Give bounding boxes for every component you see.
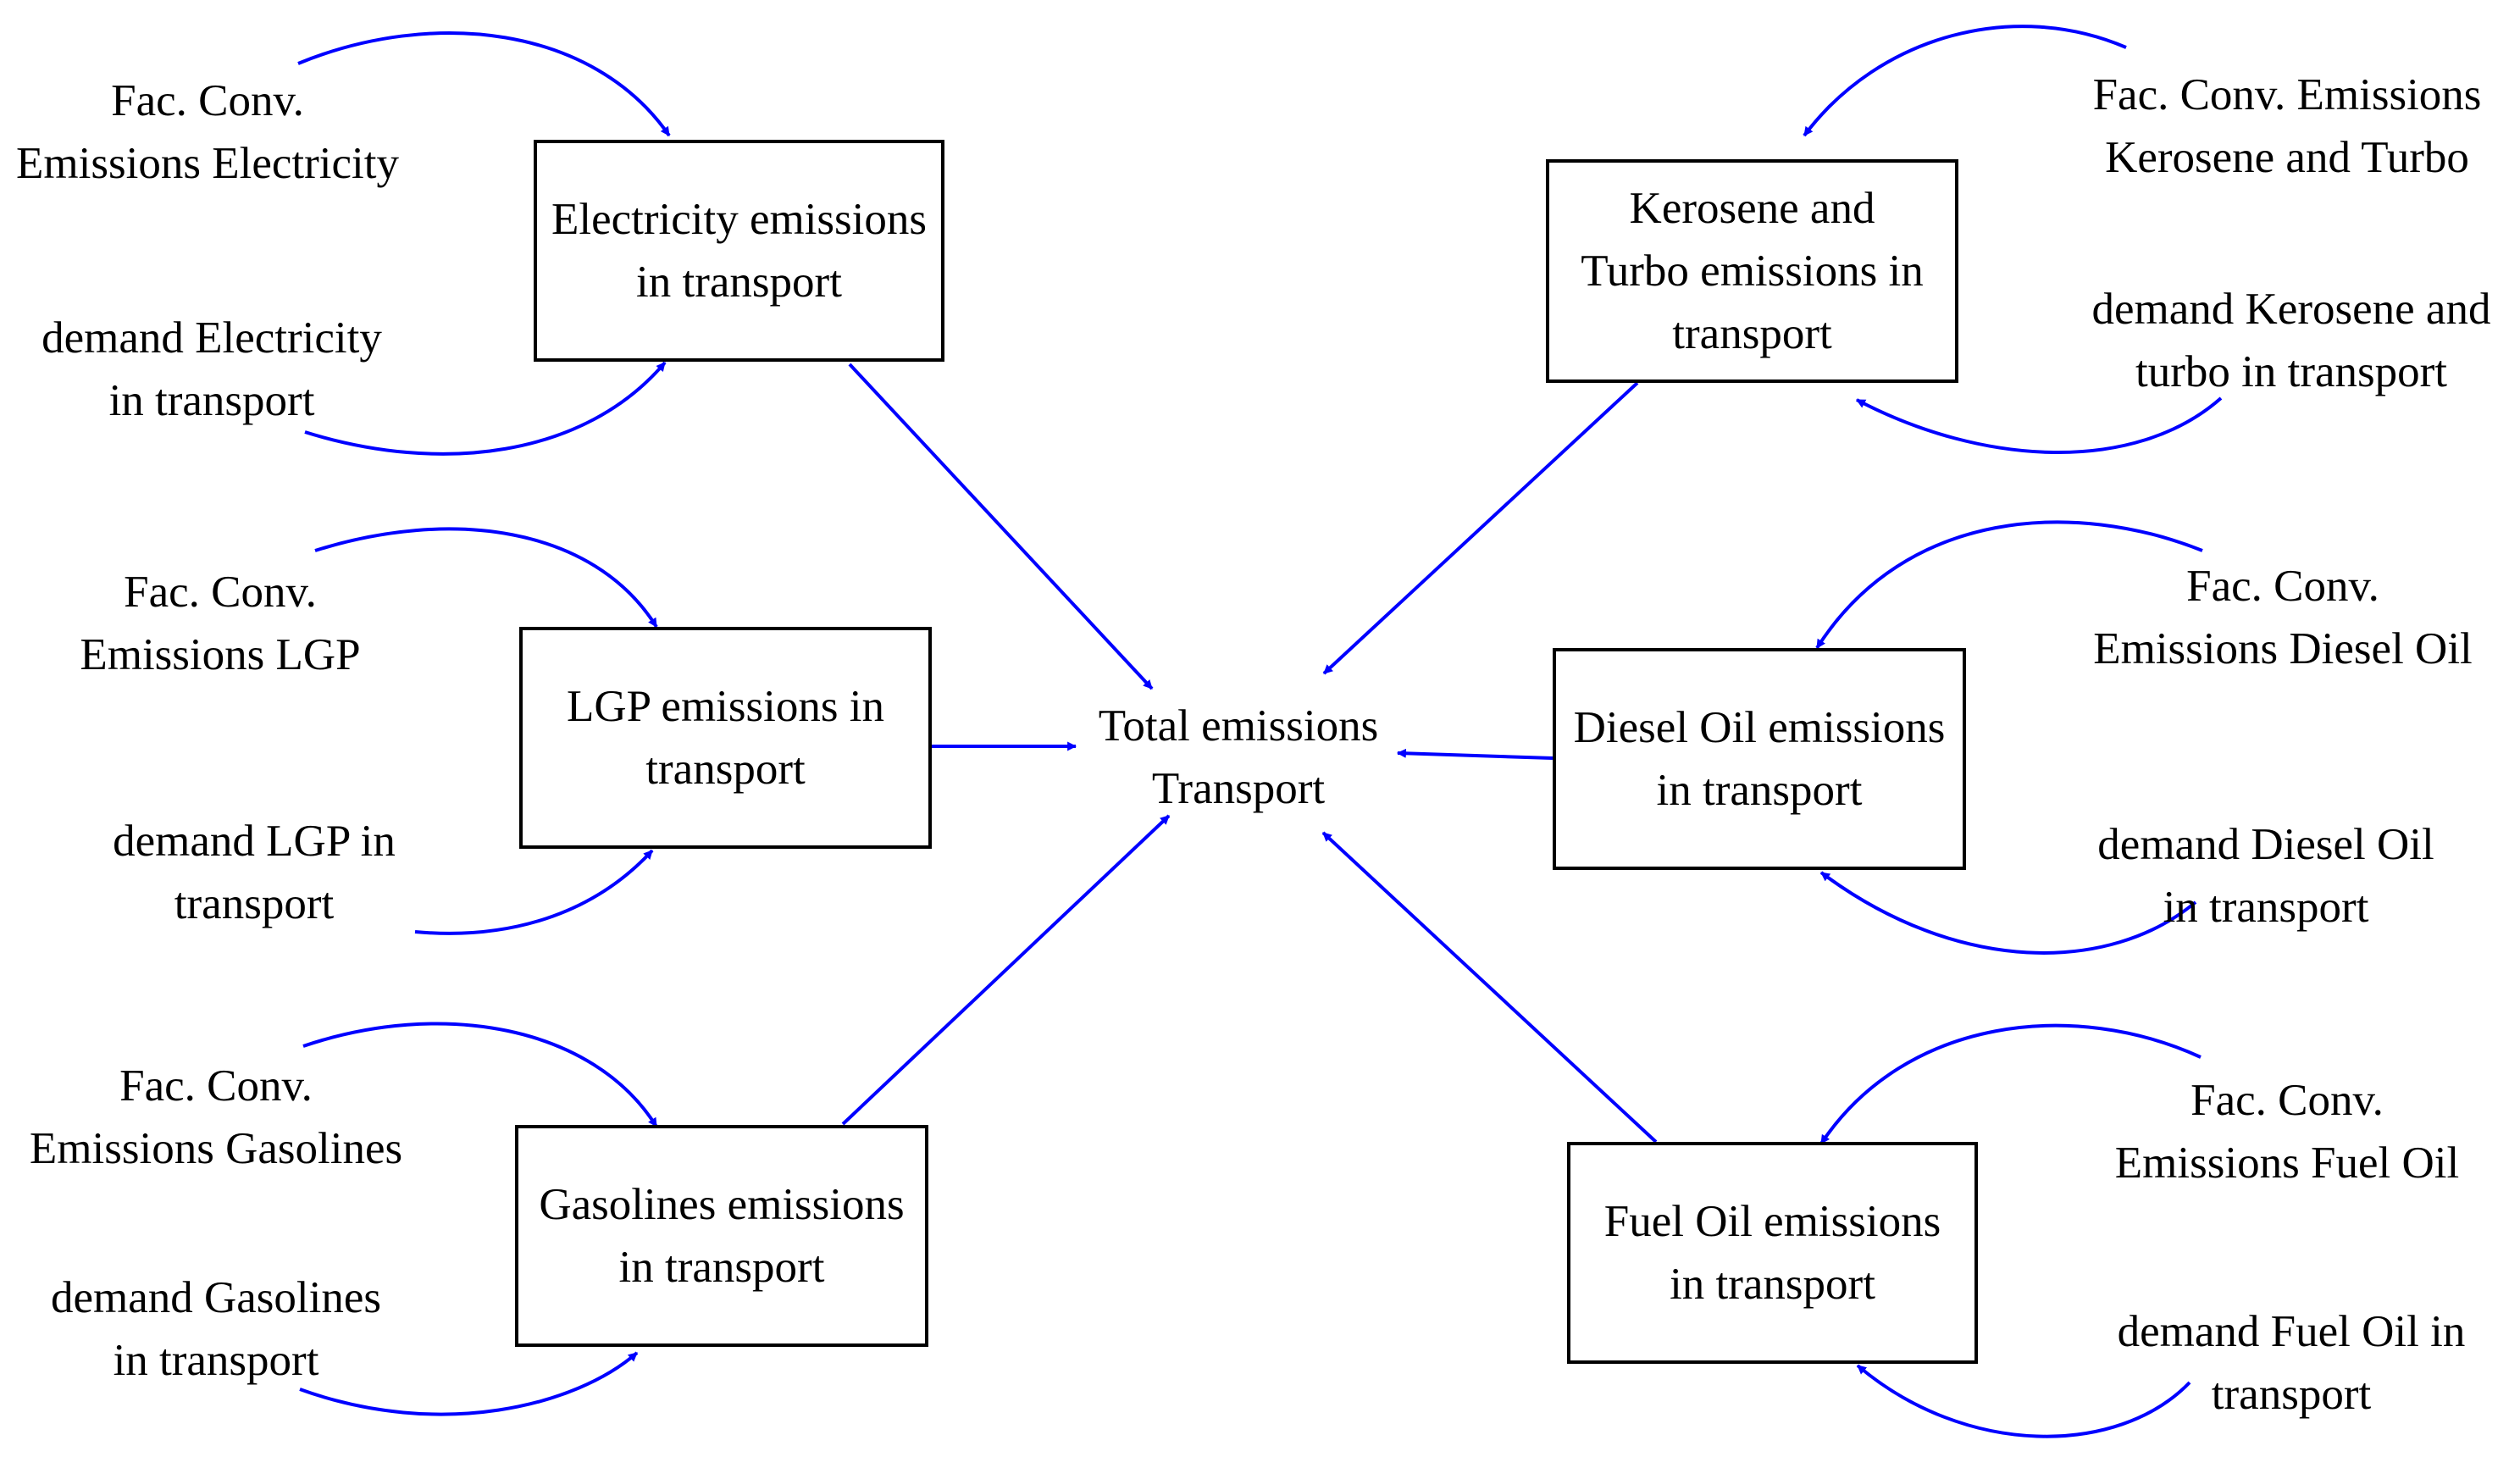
fac-fueloil-line-1: Fac. Conv. (2190, 1076, 2384, 1125)
link-demand-lgp (414, 849, 654, 935)
demand-lgp-line-2: transport (174, 879, 335, 928)
demand-gasolines-label: demand Gasolines in transport (25, 1266, 407, 1392)
demand-fuel-oil-label: demand Fuel Oil in transport (2067, 1300, 2516, 1426)
total-emissions-line-1: Total emissions (1098, 701, 1379, 751)
demand-gasolines-line-1: demand Gasolines (50, 1273, 382, 1322)
fac-electricity-line-1: Fac. Conv. (111, 76, 304, 125)
link-fueloil-total (1321, 831, 1658, 1144)
gasolines-emissions-box[interactable]: Gasolines emissions in transport (515, 1125, 928, 1347)
fac-conv-emissions-electricity-label: Fac. Conv. Emissions Electricity (0, 69, 415, 195)
fueloil-box-line-2: in transport (1670, 1260, 1875, 1309)
fac-fueloil-line-2: Emissions Fuel Oil (2114, 1138, 2460, 1188)
fac-electricity-line-2: Emissions Electricity (16, 139, 399, 188)
demand-electricity-line-2: in transport (108, 376, 315, 425)
diesel-box-line-2: in transport (1656, 766, 1863, 815)
fac-conv-emissions-lgp-label: Fac. Conv. Emissions LGP (51, 561, 390, 686)
demand-kerosene-line-1: demand Kerosene and (2091, 285, 2491, 334)
lgp-emissions-box[interactable]: LGP emissions in transport (519, 627, 932, 849)
fac-diesel-line-1: Fac. Conv. (2186, 562, 2379, 611)
link-demand-electricity (304, 361, 667, 456)
fac-diesel-line-2: Emissions Diesel Oil (2093, 624, 2473, 673)
total-emissions-transport: Total emissions Transport (1069, 695, 1408, 820)
fac-conv-emissions-gasolines-label: Fac. Conv. Emissions Gasolines (4, 1055, 428, 1180)
demand-kerosene-turbo-label: demand Kerosene and turbo in transport (2050, 278, 2520, 403)
link-demand-kerosene (1856, 396, 2223, 454)
diesel-box-line-1: Diesel Oil emissions (1573, 703, 1946, 752)
diesel-oil-emissions-box[interactable]: Diesel Oil emissions in transport (1553, 648, 1966, 870)
kerosene-box-line-1: Kerosene and (1629, 184, 1875, 233)
fueloil-box-line-1: Fuel Oil emissions (1603, 1197, 1941, 1246)
fac-kerosene-line-2: Kerosene and Turbo (2105, 133, 2469, 182)
link-fac-lgp (314, 527, 658, 629)
demand-electricity-line-1: demand Electricity (42, 313, 382, 363)
link-kerosene-total (1322, 381, 1639, 675)
fac-lgp-line-2: Emissions LGP (80, 630, 361, 679)
fac-gasolines-line-2: Emissions Gasolines (29, 1124, 403, 1173)
fac-conv-emissions-kerosene-turbo-label: Fac. Conv. Emissions Kerosene and Turbo (2050, 64, 2520, 189)
demand-lgp-label: demand LGP in transport (85, 810, 424, 935)
demand-kerosene-line-2: turbo in transport (2135, 347, 2447, 396)
fac-lgp-line-1: Fac. Conv. (124, 568, 317, 617)
link-fac-diesel (1815, 520, 2203, 650)
lgp-box-line-2: transport (645, 745, 806, 794)
lgp-box-line-1: LGP emissions in (567, 682, 884, 731)
demand-gasolines-line-2: in transport (113, 1336, 319, 1385)
link-fac-fueloil (1819, 1023, 2202, 1145)
kerosene-turbo-emissions-box[interactable]: Kerosene and Turbo emissions in transpor… (1546, 159, 1958, 383)
link-electricity-total (848, 363, 1154, 690)
fac-kerosene-line-1: Fac. Conv. Emissions (2092, 70, 2482, 119)
demand-diesel-line-2: in transport (2163, 883, 2369, 932)
fac-conv-emissions-fuel-oil-label: Fac. Conv. Emissions Fuel Oil (2075, 1069, 2499, 1194)
link-demand-gasolines (299, 1351, 639, 1416)
fac-conv-emissions-diesel-oil-label: Fac. Conv. Emissions Diesel Oil (2058, 555, 2507, 680)
electricity-box-line-2: in transport (636, 258, 842, 307)
demand-electricity-label: demand Electricity in transport (17, 307, 407, 432)
link-fac-electricity (297, 31, 671, 137)
demand-fueloil-line-2: transport (2211, 1370, 2372, 1419)
link-gasolines-total (841, 814, 1171, 1126)
fuel-oil-emissions-box[interactable]: Fuel Oil emissions in transport (1567, 1142, 1978, 1364)
link-fac-kerosene (1803, 25, 2127, 137)
demand-diesel-line-1: demand Diesel Oil (2097, 820, 2434, 869)
gasolines-box-line-2: in transport (618, 1243, 825, 1292)
fac-gasolines-line-1: Fac. Conv. (119, 1061, 313, 1111)
electricity-box-line-1: Electricity emissions (551, 195, 928, 244)
kerosene-box-line-3: transport (1672, 309, 1832, 358)
demand-lgp-line-1: demand LGP in (113, 817, 396, 866)
kerosene-box-line-2: Turbo emissions in (1581, 247, 1924, 296)
total-emissions-line-2: Transport (1151, 764, 1326, 813)
link-fac-gasolines (302, 1022, 658, 1128)
link-demand-fueloil (1856, 1364, 2191, 1438)
link-diesel-total (1396, 748, 1554, 760)
gasolines-box-line-1: Gasolines emissions (539, 1180, 905, 1229)
demand-diesel-oil-label: demand Diesel Oil in transport (2054, 813, 2478, 939)
link-demand-diesel (1819, 871, 2197, 955)
electricity-emissions-box[interactable]: Electricity emissions in transport (534, 140, 944, 362)
demand-fueloil-line-1: demand Fuel Oil in (2117, 1307, 2466, 1356)
